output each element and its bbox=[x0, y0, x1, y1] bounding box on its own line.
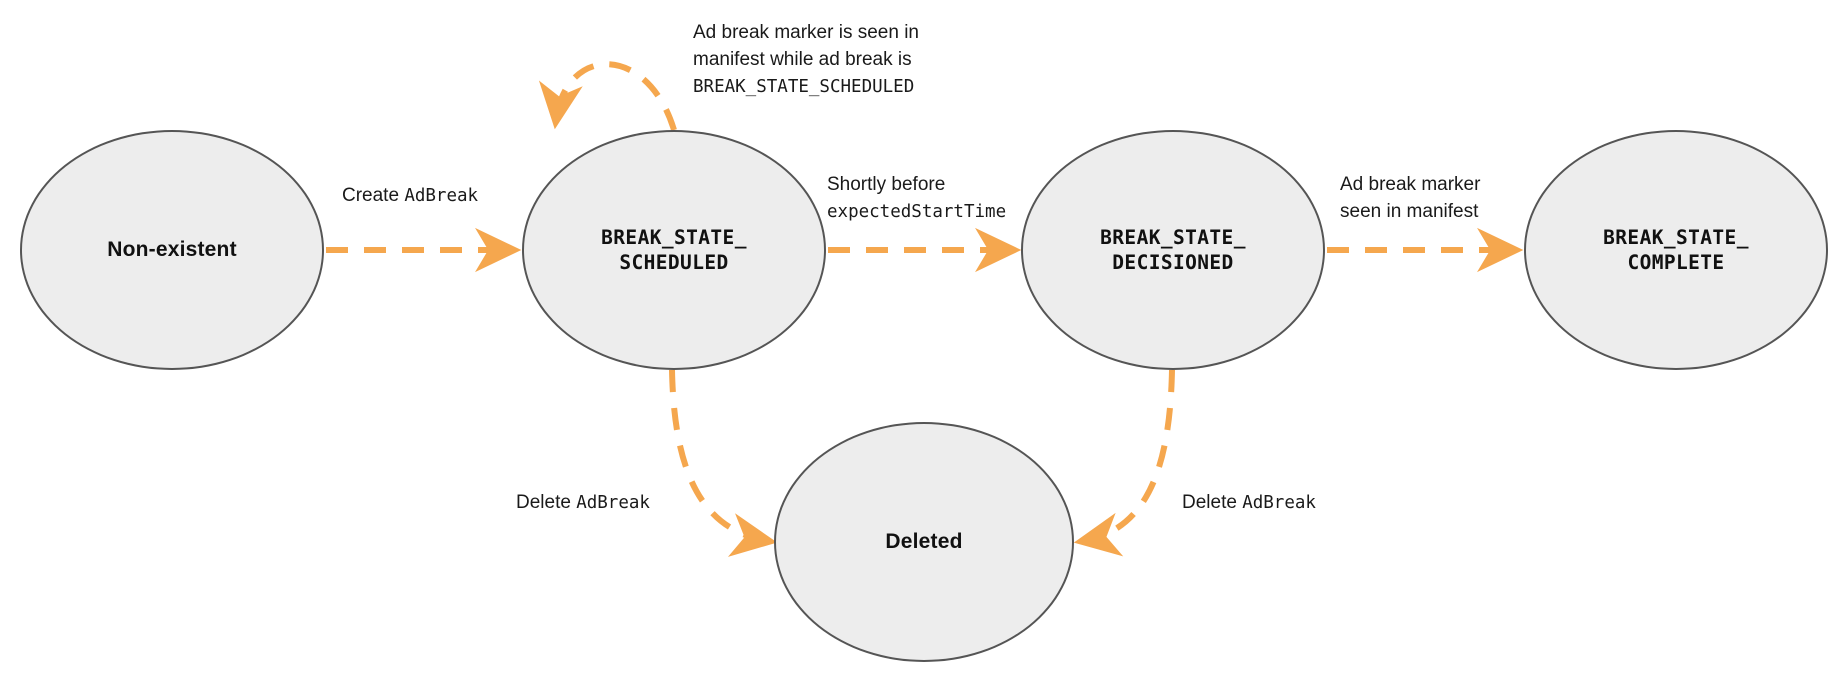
edge-delete-adbreak-from-decisioned bbox=[1073, 369, 1175, 557]
state-node-label: BREAK_STATE_ SCHEDULED bbox=[601, 225, 747, 274]
edge-label-delete-adbreak-from-scheduled: Delete AdBreak bbox=[516, 492, 650, 513]
state-node-break-state-complete[interactable]: BREAK_STATE_ COMPLETE bbox=[1524, 130, 1828, 370]
state-node-label: BREAK_STATE_ DECISIONED bbox=[1100, 225, 1246, 274]
state-node-break-state-decisioned[interactable]: BREAK_STATE_ DECISIONED bbox=[1021, 130, 1325, 370]
state-node-break-state-scheduled[interactable]: BREAK_STATE_ SCHEDULED bbox=[522, 130, 826, 370]
state-node-label: Deleted bbox=[885, 530, 963, 554]
edge-delete-adbreak-from-scheduled bbox=[669, 369, 778, 557]
edge-label-delete-adbreak-from-decisioned: Delete AdBreak bbox=[1182, 492, 1316, 513]
state-node-label: BREAK_STATE_ COMPLETE bbox=[1603, 225, 1749, 274]
edge-scheduled-self-loop bbox=[538, 61, 677, 131]
edge-label-create-adbreak: Create AdBreak bbox=[342, 185, 479, 206]
state-node-non-existent[interactable]: Non-existent bbox=[20, 130, 324, 370]
state-node-deleted[interactable]: Deleted bbox=[774, 422, 1074, 662]
state-node-label: Non-existent bbox=[107, 238, 237, 262]
